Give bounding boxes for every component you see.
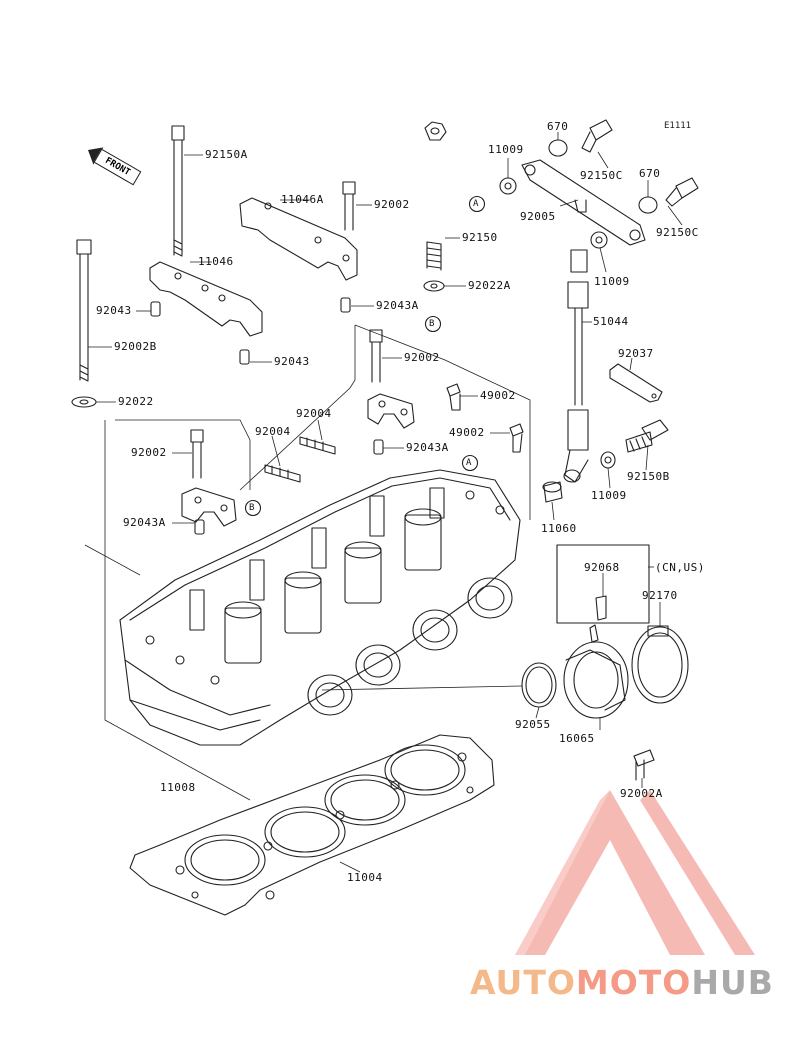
washer-11009-low	[600, 451, 616, 469]
part-label-49002-a: 49002	[480, 389, 516, 402]
pipe-51044	[563, 249, 589, 483]
bolt-92002-top	[342, 181, 356, 231]
dowel-92043A-top	[340, 297, 351, 313]
bolt-92150B	[625, 419, 669, 453]
nut-top	[424, 121, 447, 141]
cap-center	[367, 393, 415, 429]
part-label-92022: 92022	[118, 395, 154, 408]
part-label-92068: 92068	[584, 561, 620, 574]
part-label-92150C-a: 92150C	[580, 169, 623, 182]
part-label-92170: 92170	[642, 589, 678, 602]
part-label-11046: 11046	[198, 255, 234, 268]
part-label-92150A: 92150A	[205, 148, 248, 161]
part-label-92043A-top: 92043A	[376, 299, 419, 312]
cap-left	[181, 487, 237, 527]
dowel-92043A-mid	[373, 439, 384, 455]
part-label-11060: 11060	[541, 522, 577, 535]
bolt-92002-left	[190, 429, 204, 479]
part-label-92004-b: 92004	[255, 425, 291, 438]
fitting-49002-a	[446, 383, 461, 411]
part-label-92002B: 92002B	[114, 340, 157, 353]
dowel-92043A-left	[194, 519, 205, 535]
callout-a-2: A	[466, 458, 472, 468]
cylinder-head-11008	[119, 469, 521, 746]
part-label-51044: 51044	[593, 315, 629, 328]
part-label-92037: 92037	[618, 347, 654, 360]
part-label-92002-left: 92002	[131, 446, 167, 459]
dowel-92043-mid	[239, 349, 250, 365]
cam-cap-11046A	[239, 197, 358, 281]
part-label-92150B: 92150B	[627, 470, 670, 483]
part-label-92043A-left: 92043A	[123, 516, 166, 529]
washer-92022	[71, 396, 97, 408]
watermark-logo	[515, 790, 755, 955]
watermark-moto: MOTO	[575, 963, 692, 1002]
bracket-92037	[609, 363, 663, 403]
stud-92004-a	[264, 464, 301, 483]
part-label-92043-mid: 92043	[274, 355, 310, 368]
watermark-text: AUTOMOTOHUB	[470, 963, 774, 1002]
part-label-11009-low: 11009	[591, 489, 627, 502]
callout-a-circle-2	[461, 454, 479, 472]
part-label-92002-mid: 92002	[404, 351, 440, 364]
head-gasket-11004	[129, 734, 495, 916]
washer-11009-top	[499, 177, 517, 195]
pipe-92005	[521, 159, 646, 246]
seal-11060	[542, 481, 563, 503]
bolt-92002A	[633, 749, 655, 781]
part-label-92055: 92055	[515, 718, 551, 731]
diagram-code: E1111	[664, 121, 692, 131]
part-label-92005: 92005	[520, 210, 556, 223]
ring-670-b	[638, 196, 658, 214]
watermark-auto: AUTO	[470, 963, 576, 1002]
part-label-11008: 11008	[160, 781, 196, 794]
leader-lines	[84, 132, 683, 873]
part-label-cn-us: (CN,US)	[655, 561, 705, 574]
part-label-16065: 16065	[559, 732, 595, 745]
callout-b-circle-1	[424, 315, 442, 333]
part-label-670-b: 670	[639, 167, 661, 180]
part-label-92004-a: 92004	[296, 407, 332, 420]
stud-92004-b	[299, 436, 336, 455]
callout-b-1: B	[429, 319, 435, 329]
part-label-92150C-b: 92150C	[656, 226, 699, 239]
plug-92150C-b	[665, 177, 699, 207]
plug-92150C-a	[581, 119, 613, 153]
cam-cap-11046	[149, 261, 263, 337]
bolt-92002B	[76, 239, 92, 382]
callout-b-2: B	[249, 503, 255, 513]
callout-a-circle-1	[468, 195, 486, 213]
bolt-92002-mid	[369, 329, 383, 383]
callout-b-circle-2	[244, 499, 262, 517]
callout-a-1: A	[473, 199, 479, 209]
clamp-92170	[631, 625, 689, 704]
ring-670-a	[548, 139, 568, 157]
part-label-11004: 11004	[347, 871, 383, 884]
part-label-92022A: 92022A	[468, 279, 511, 292]
part-label-11009-top: 11009	[488, 143, 524, 156]
part-label-92150: 92150	[462, 231, 498, 244]
part-label-92043A-mid: 92043A	[406, 441, 449, 454]
part-label-92002A: 92002A	[620, 787, 663, 800]
dowel-92043-left	[150, 301, 161, 317]
part-label-11009-mid: 11009	[594, 275, 630, 288]
part-label-92043-left: 92043	[96, 304, 132, 317]
washer-92022A	[423, 280, 445, 292]
oring-92055	[521, 662, 557, 708]
box-92068	[556, 544, 650, 624]
spring-92150	[426, 241, 442, 271]
washer-11009-mid	[590, 231, 608, 249]
part-label-49002-b: 49002	[449, 426, 485, 439]
part-label-92002-top: 92002	[374, 198, 410, 211]
bolt-92150A	[171, 125, 185, 257]
holder-16065	[563, 624, 629, 719]
part-label-11046A: 11046A	[281, 193, 324, 206]
fitting-49002-b	[509, 423, 524, 453]
watermark-hub: HUB	[691, 963, 774, 1002]
part-label-670-a: 670	[547, 120, 569, 133]
